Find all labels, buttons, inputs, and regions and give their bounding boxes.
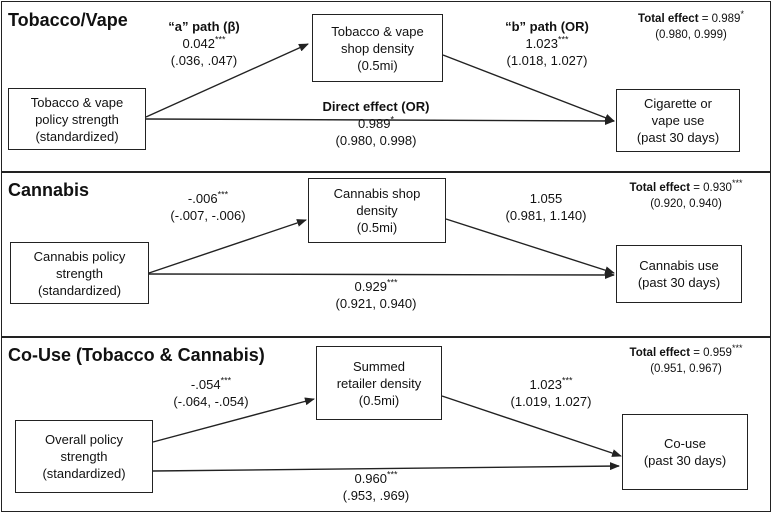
- a-path-label: -.006*** (-.007, -.006): [170, 189, 246, 223]
- direct-arrow-co-use: [152, 462, 620, 472]
- b-path-arrow-tobacco: [442, 54, 615, 122]
- direct-effect-label: 0.929*** (0.921, 0.940): [335, 277, 417, 311]
- panel-heading: Co-Use (Tobacco & Cannabis): [8, 345, 265, 365]
- direct-effect-label: 0.960*** (.953, .969): [342, 469, 410, 503]
- a-path-arrow-tobacco: [145, 43, 309, 118]
- panel-tobacco-vape: [1, 1, 771, 172]
- total-effect-label: Total effect = 0.930*** (0.920, 0.940): [629, 178, 743, 210]
- b-path-label: 1.023*** (1.019, 1.027): [510, 375, 592, 409]
- mediator-box: Cannabis shop density (0.5mi): [308, 178, 446, 243]
- b-path-arrow-co-use: [441, 395, 622, 457]
- a-path-label: -.054*** (-.064, -.054): [173, 375, 249, 409]
- panel-co-use: [1, 337, 771, 512]
- panel-cannabis: [1, 172, 771, 337]
- b-path-label: 1.055 (0.981, 1.140): [505, 191, 587, 223]
- mediator-box: Tobacco & vape shop density (0.5mi): [312, 14, 443, 82]
- outcome-box: Cigarette or vape use (past 30 days): [616, 89, 740, 152]
- direct-effect-label: Direct effect (OR) 0.989* (0.980, 0.998): [322, 99, 430, 148]
- predictor-box: Overall policy strength (standardized): [15, 420, 153, 493]
- panel-heading: Cannabis: [8, 180, 90, 200]
- panel-heading: Tobacco/Vape: [8, 10, 128, 30]
- mediator-box: Summed retailer density (0.5mi): [316, 346, 442, 420]
- b-path-arrow-cannabis: [445, 218, 615, 275]
- outcome-box: Cannabis use (past 30 days): [616, 245, 742, 303]
- direct-arrow-cannabis: [148, 270, 615, 279]
- outcome-box: Co-use (past 30 days): [622, 414, 748, 490]
- b-path-label: “b” path (OR) 1.023*** (1.018, 1.027): [505, 19, 589, 68]
- total-effect-label: Total effect = 0.989* (0.980, 0.999): [638, 9, 744, 41]
- a-path-arrow-co-use: [152, 397, 315, 443]
- a-path-arrow-cannabis: [148, 219, 307, 274]
- direct-arrow-tobacco: [145, 116, 615, 125]
- a-path-label: “a” path (β) 0.042*** (.036, .047): [168, 19, 240, 68]
- predictor-box: Cannabis policy strength (standardized): [10, 242, 149, 304]
- predictor-box: Tobacco & vape policy strength (standard…: [8, 88, 146, 150]
- total-effect-label: Total effect = 0.959*** (0.951, 0.967): [629, 343, 743, 375]
